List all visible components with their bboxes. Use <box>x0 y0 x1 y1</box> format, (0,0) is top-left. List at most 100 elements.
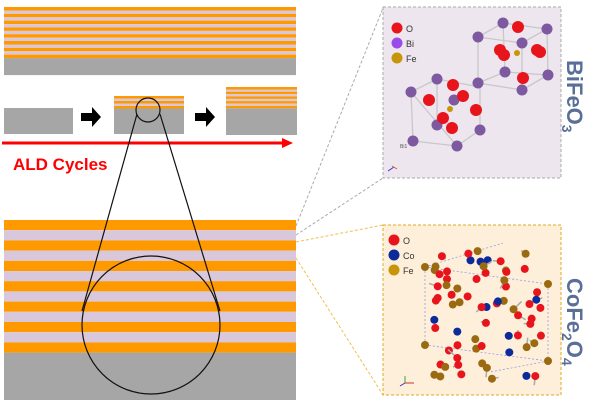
orange-layer <box>4 281 296 292</box>
o-atom <box>454 360 463 369</box>
o-atom <box>512 21 524 33</box>
fe-atom <box>448 300 457 309</box>
co-atom <box>522 371 531 380</box>
fe-atom <box>421 341 429 349</box>
orange-layer <box>4 20 296 25</box>
orange-layer <box>4 220 296 231</box>
orange-layer <box>114 106 184 109</box>
o-atom <box>520 264 529 273</box>
lilac-layer <box>226 94 297 97</box>
fe-atom <box>482 363 491 372</box>
step-arrow-icon <box>195 107 215 127</box>
lilac-layer <box>226 103 297 106</box>
bottom-multilayer-stack <box>4 220 296 400</box>
fe-atom <box>453 284 462 293</box>
o-atom <box>477 342 486 351</box>
legend-label: O <box>406 24 413 34</box>
o-atom <box>531 372 540 381</box>
axis-triad-icon <box>399 376 414 387</box>
o-atom <box>517 72 529 84</box>
bond <box>412 140 458 147</box>
lilac-layer <box>226 89 297 92</box>
lilac-layer <box>4 10 296 14</box>
fe-atom <box>473 247 482 256</box>
connector-line <box>295 257 384 396</box>
orange-layer <box>4 41 296 45</box>
cell-edge <box>489 360 549 373</box>
o-atom <box>446 122 458 134</box>
connector-line <box>295 7 384 227</box>
fe-atom <box>421 263 429 271</box>
o-atom <box>437 252 446 261</box>
orange-layer <box>4 13 296 18</box>
zoom-circle-large <box>81 255 221 395</box>
o-atom <box>513 331 522 340</box>
legend-swatch-icon <box>388 234 400 246</box>
o-atom <box>442 275 451 284</box>
cofe2o4-formula: CoFe2O4 <box>559 278 587 366</box>
o-atom <box>477 303 486 312</box>
o-atom <box>502 267 511 276</box>
o-atom <box>433 282 442 291</box>
o-atom <box>457 90 469 102</box>
bond <box>502 22 548 30</box>
bi-atom <box>541 23 553 35</box>
fe-atom <box>544 357 552 365</box>
o-atom <box>525 300 534 309</box>
atom-tag: Bi1 <box>400 144 407 150</box>
bi-atom <box>474 124 486 136</box>
co-atom <box>430 315 439 324</box>
fe-atom <box>471 335 480 344</box>
fe-atom <box>455 298 464 307</box>
cell-edge <box>424 344 549 362</box>
o-atom <box>536 303 545 312</box>
arrowhead-icon <box>282 138 293 148</box>
bond <box>410 91 414 142</box>
legend-label: Fe <box>403 266 414 276</box>
zoom-circle-small <box>135 97 161 123</box>
o-atom <box>431 296 440 305</box>
bifeo3-formula: BiFeO3 <box>559 60 587 133</box>
o-atom <box>423 94 435 106</box>
axis-triad-icon <box>387 165 398 172</box>
lilac-layer <box>4 271 296 282</box>
fe-atom <box>431 262 440 271</box>
full-stack-small <box>226 87 297 135</box>
orange-layer <box>226 91 297 95</box>
substrate <box>4 58 296 76</box>
o-atom <box>536 331 545 340</box>
substrate <box>4 352 296 400</box>
orange-layer <box>226 105 297 109</box>
orange-layer <box>114 96 184 99</box>
lilac-layer <box>114 103 184 106</box>
o-atom <box>470 104 482 116</box>
o-atom <box>435 270 444 279</box>
o-atom <box>481 318 490 327</box>
orange-layer <box>4 47 296 52</box>
fe-atom <box>441 362 450 371</box>
lilac-layer <box>4 30 296 35</box>
bond <box>477 82 523 91</box>
step-arrow-icon <box>81 107 101 127</box>
cofe2o4-crystal-structure <box>421 242 552 386</box>
bi-atom <box>405 86 417 98</box>
fe-atom <box>430 370 439 379</box>
co-atom <box>532 295 541 304</box>
o-atom <box>457 370 466 379</box>
orange-layer <box>4 7 296 11</box>
o-atom <box>526 319 535 328</box>
legend-label: Bi <box>406 39 414 49</box>
orange-layer <box>4 27 296 31</box>
fe-atom <box>521 249 530 258</box>
cell-edge <box>424 242 504 268</box>
o-atom <box>514 311 523 320</box>
lilac-layer <box>4 37 296 41</box>
fe-atom <box>487 374 496 383</box>
connector-line <box>295 177 384 236</box>
co-atom <box>493 297 502 306</box>
fe-atom <box>509 305 518 314</box>
legend-label: O <box>403 236 410 246</box>
lilac-layer <box>4 311 296 322</box>
